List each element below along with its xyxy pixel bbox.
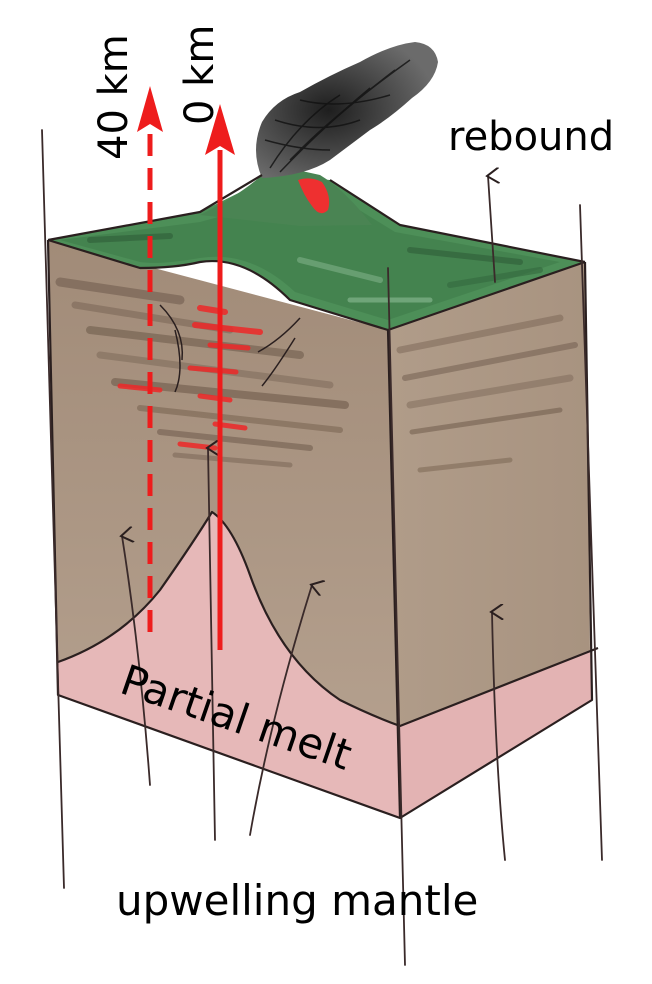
rebound-arrow: [488, 176, 495, 283]
upwelling-arrow-2: [208, 448, 215, 841]
lava-flow: [298, 178, 330, 214]
surface-top: [48, 168, 585, 330]
volcano-cone: [200, 168, 372, 226]
block-side-face: [388, 262, 592, 818]
partial-melt-boundary: [57, 510, 599, 728]
guide-line-center: [387, 267, 406, 966]
crust-side: [388, 262, 590, 726]
surface-shading: [60, 192, 560, 320]
upwelling-arrow-3: [249, 585, 312, 836]
upwelling-lines: [41, 129, 603, 966]
depth-arrows: [137, 86, 235, 650]
depth-arrow-0km-head: [205, 104, 235, 155]
partial-melt-front: [58, 512, 400, 818]
upwelling-arrow-1: [122, 536, 151, 786]
ash-cloud: [256, 42, 438, 178]
upwelling-mantle-label: upwelling mantle: [116, 876, 478, 925]
depth-label-40km: 40 km: [91, 34, 137, 160]
upwelling-arrow-4: [492, 612, 506, 861]
guide-line-right: [579, 204, 603, 861]
ash-plume: [256, 42, 438, 178]
rebound-label: rebound: [448, 114, 614, 160]
depth-label-0km: 0 km: [177, 25, 223, 125]
block-front-face: [48, 240, 400, 818]
depth-arrow-40km-head: [137, 86, 163, 132]
guide-line-left: [41, 129, 65, 889]
ash-hatching: [264, 59, 411, 173]
crust-texture-side: [396, 314, 578, 473]
